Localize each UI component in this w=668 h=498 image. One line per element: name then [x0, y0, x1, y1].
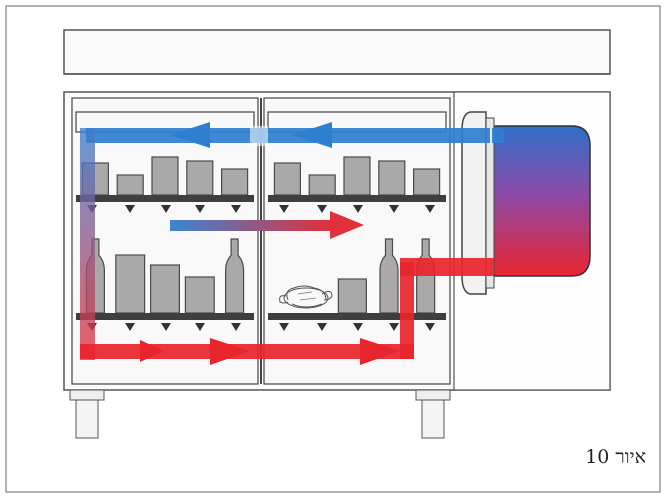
box-item [413, 168, 441, 196]
arrow-icon [170, 122, 210, 148]
triangle-down-icon [195, 323, 205, 331]
shelf-upper-left [76, 195, 254, 202]
foot-left [69, 389, 105, 401]
triangle-down-icon [195, 205, 205, 213]
box-item [221, 168, 249, 196]
box-item [184, 276, 215, 314]
airflow-left-return [80, 128, 95, 360]
box-item [116, 174, 144, 196]
foot-left-leg [75, 399, 99, 439]
compartment-left [71, 97, 259, 385]
triangle-down-icon [125, 205, 135, 213]
figure-caption: איור 10 [585, 446, 646, 468]
box-item [273, 162, 301, 196]
box-item [186, 160, 214, 196]
box-item [308, 174, 336, 196]
triangle-down-icon [231, 323, 241, 331]
triangle-down-icon [125, 323, 135, 331]
arrow-icon [292, 122, 332, 148]
bottom-flow-arrows [140, 338, 400, 365]
shelves [76, 195, 446, 320]
triangle-down-icon [161, 205, 171, 213]
triangle-down-icon [353, 205, 363, 213]
foot-right [415, 389, 451, 401]
shelf-lower-left [76, 313, 254, 320]
countertop [63, 29, 611, 75]
chicken-icon [279, 285, 333, 309]
triangle-down-icon [425, 205, 435, 213]
arrow-icon [210, 338, 250, 365]
triangle-down-icon [389, 205, 399, 213]
top-flow-arrows [170, 122, 332, 148]
refrigeration-unit [491, 125, 591, 277]
triangle-down-icon [425, 323, 435, 331]
figure-frame [5, 5, 661, 493]
airflow-bottom [80, 258, 494, 359]
arrow-icon [360, 338, 400, 365]
triangle-down-icon [353, 323, 363, 331]
triangle-down-icon [279, 205, 289, 213]
triangle-down-icon [317, 205, 327, 213]
box-item [378, 160, 406, 196]
triangle-down-icon [317, 323, 327, 331]
triangle-down-icon [279, 323, 289, 331]
foot-right-leg [421, 399, 445, 439]
box-item [115, 254, 146, 314]
unit-bezel [461, 111, 487, 295]
box-item [343, 156, 371, 196]
arrow-icon [140, 340, 164, 362]
box-item [337, 278, 367, 314]
triangle-down-icon [389, 323, 399, 331]
triangle-down-icon [231, 205, 241, 213]
shelf-lower-right [268, 313, 446, 320]
triangle-down-icon [161, 323, 171, 331]
unit-bezel-inner [485, 117, 495, 289]
airflow-middle [170, 211, 364, 239]
compartment-right [263, 97, 451, 385]
arrow-icon [330, 211, 364, 239]
shelf-upper-right [268, 195, 446, 202]
box-item [151, 156, 179, 196]
box-item [150, 264, 181, 314]
compartment-gap [250, 126, 268, 146]
